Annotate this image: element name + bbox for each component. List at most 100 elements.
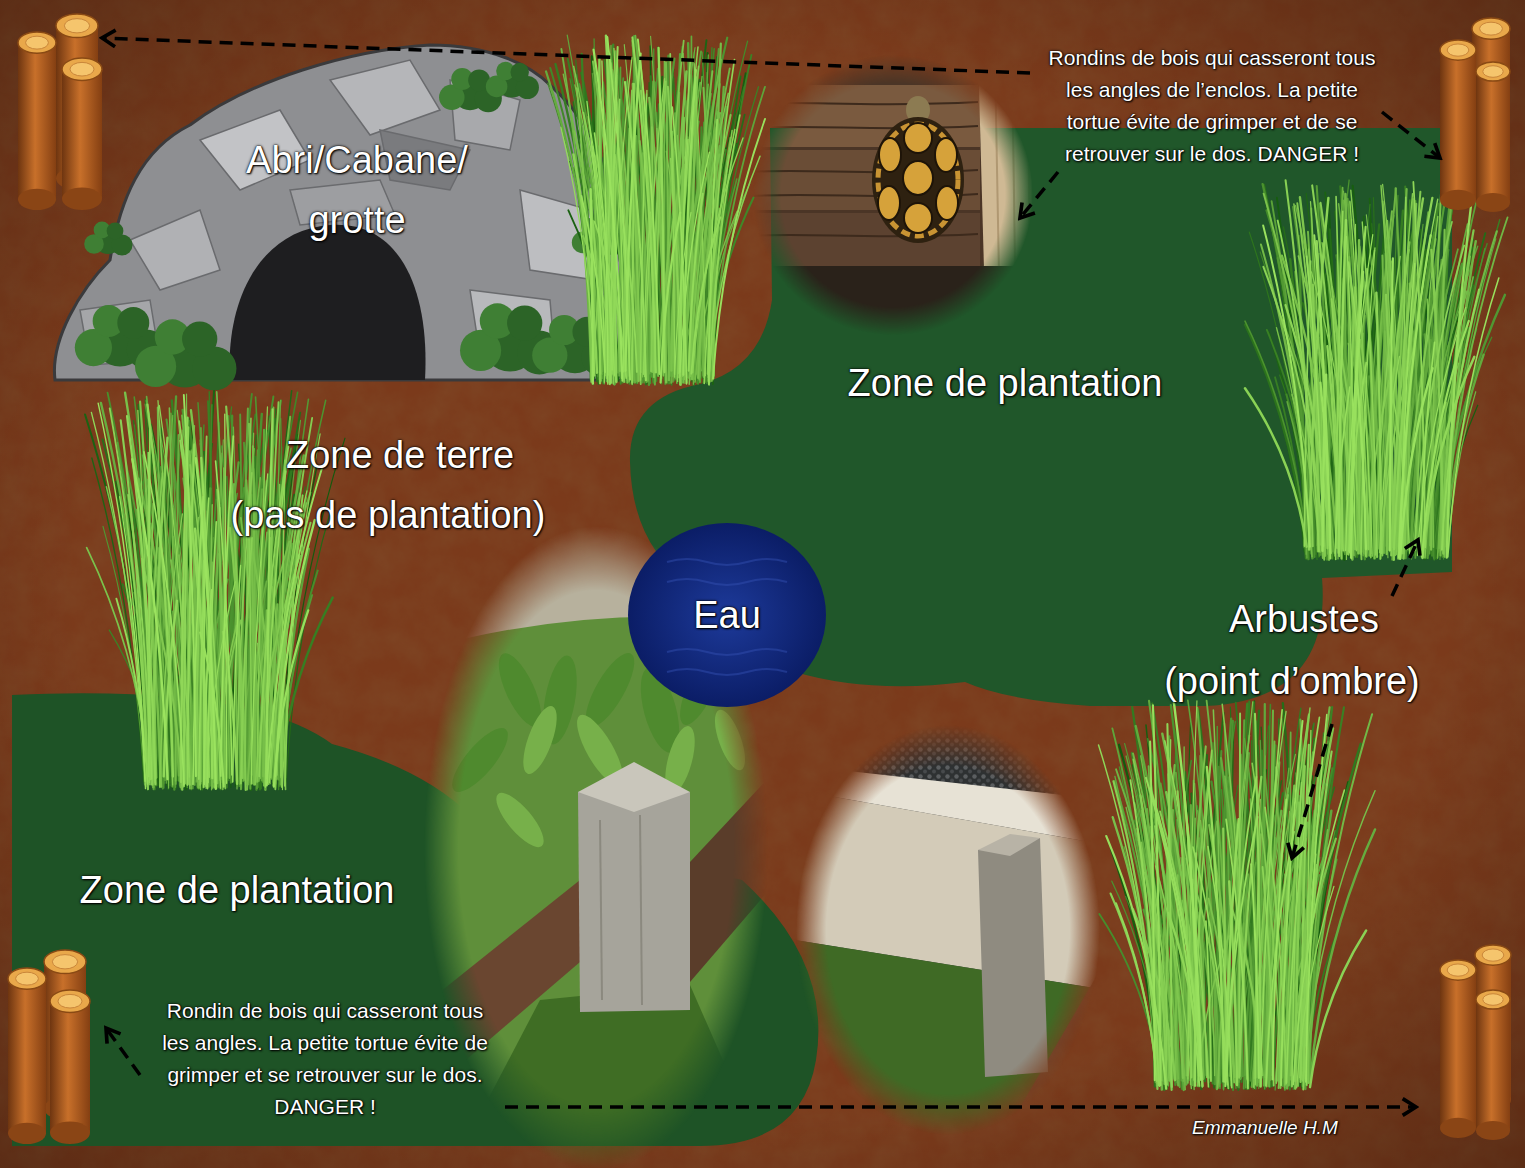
grass-blade bbox=[1209, 899, 1235, 1083]
grass-blade bbox=[1302, 831, 1335, 1081]
grass-blade bbox=[1199, 728, 1229, 1089]
grass-blade bbox=[703, 57, 717, 378]
grass-blade bbox=[632, 41, 648, 381]
grass-blade bbox=[681, 118, 684, 385]
log-bottom bbox=[1475, 1090, 1511, 1110]
grass-blade bbox=[1111, 850, 1159, 1082]
grass-blade bbox=[1184, 882, 1190, 1077]
grass-blade bbox=[706, 53, 709, 381]
log-ring bbox=[70, 62, 94, 76]
grass-blade bbox=[703, 244, 713, 385]
grass-blade bbox=[636, 68, 642, 382]
bush-leaf bbox=[596, 219, 614, 237]
grass-blade bbox=[1300, 720, 1309, 1076]
grass-blade bbox=[692, 71, 713, 379]
grass-blade bbox=[1247, 781, 1282, 1077]
grass-blade bbox=[1149, 701, 1179, 1080]
grass-blade bbox=[1140, 823, 1155, 1087]
grass-blade bbox=[1251, 923, 1253, 1089]
grass-blade bbox=[1265, 705, 1271, 1085]
grass-blade bbox=[1223, 829, 1226, 1082]
grass-blade bbox=[1266, 832, 1294, 1086]
grass-blade bbox=[1222, 704, 1247, 1079]
grass-blade bbox=[634, 94, 646, 382]
grass-blade bbox=[1143, 758, 1156, 1075]
zone-label: Abri/Cabane/ grotte bbox=[227, 130, 487, 250]
grass-blade bbox=[658, 48, 667, 375]
grass-blade bbox=[687, 179, 693, 382]
grass-blade bbox=[1269, 727, 1302, 1088]
grass-blade bbox=[1271, 788, 1289, 1079]
grass-blade bbox=[1149, 766, 1158, 1078]
grass-blade bbox=[713, 87, 723, 378]
grass-blade bbox=[1213, 743, 1224, 1083]
area-label: Arbustes (point d’ombre) bbox=[1159, 588, 1425, 712]
grass-blade bbox=[1106, 836, 1166, 1089]
log-body bbox=[1472, 29, 1510, 180]
grass-blade bbox=[1197, 708, 1217, 1089]
grass-blade bbox=[1142, 811, 1162, 1089]
grass-blade bbox=[630, 66, 639, 381]
grass-blade bbox=[1183, 747, 1185, 1081]
grass-blade bbox=[661, 213, 681, 383]
log-ring bbox=[1480, 22, 1503, 35]
grass-blade bbox=[1283, 703, 1302, 1087]
grass-blade bbox=[1303, 770, 1319, 1080]
grass-blade bbox=[712, 130, 732, 381]
grass-blade bbox=[1263, 867, 1274, 1086]
grass-blade bbox=[1300, 762, 1302, 1085]
grass-blade bbox=[1193, 907, 1222, 1083]
grass-blade bbox=[673, 54, 680, 373]
grass-blade bbox=[683, 94, 711, 377]
grass-blade bbox=[1310, 931, 1366, 1088]
grass-blade bbox=[1263, 831, 1295, 1077]
grass-blade bbox=[1252, 847, 1300, 1087]
grass-blade bbox=[1204, 785, 1236, 1088]
author-credit: Emmanuelle H.M bbox=[1192, 1116, 1412, 1140]
grass-blade bbox=[1266, 762, 1279, 1085]
grass-blade bbox=[1247, 781, 1273, 1085]
grass-blade bbox=[655, 155, 661, 385]
grass-blade bbox=[1300, 854, 1316, 1077]
grass-blade bbox=[1231, 904, 1263, 1075]
grass-blade bbox=[1161, 916, 1195, 1085]
grass-blade bbox=[682, 155, 697, 370]
grass-blade bbox=[666, 151, 687, 383]
log-ring bbox=[1482, 949, 1504, 961]
grass-blade bbox=[646, 211, 650, 383]
grass-blade bbox=[675, 113, 681, 373]
grass-blade bbox=[1249, 842, 1266, 1080]
grass-blade bbox=[1221, 758, 1247, 1080]
grass-blade bbox=[680, 152, 709, 372]
grass-blade bbox=[1310, 733, 1324, 1087]
grass-blade bbox=[674, 152, 676, 379]
bush bbox=[135, 319, 236, 390]
grass-blade bbox=[664, 92, 680, 385]
grass-blade bbox=[1185, 772, 1205, 1081]
grass-blade bbox=[1280, 723, 1314, 1081]
grass-blade bbox=[664, 47, 683, 371]
grass-blade bbox=[629, 143, 640, 384]
grass-blade bbox=[1292, 741, 1328, 1079]
grass-blade bbox=[650, 69, 673, 382]
grass-blade bbox=[679, 118, 682, 372]
grass-blade bbox=[1176, 843, 1187, 1083]
grass-blade bbox=[1301, 744, 1360, 1079]
grass-blade bbox=[1298, 707, 1330, 1086]
grass-blade bbox=[703, 195, 716, 383]
water-ripple bbox=[667, 669, 787, 675]
grass-blade bbox=[1112, 881, 1166, 1080]
grass-blade bbox=[663, 145, 679, 373]
grass-blade bbox=[651, 76, 655, 381]
grass-blade bbox=[666, 48, 695, 383]
log-body bbox=[1475, 955, 1511, 1100]
grass-blade bbox=[1177, 820, 1184, 1087]
grass-blade bbox=[689, 60, 721, 378]
grass-blade bbox=[1279, 943, 1308, 1089]
grass-blade bbox=[651, 122, 653, 374]
grass-blade bbox=[1225, 776, 1248, 1083]
grass-blade bbox=[1099, 914, 1159, 1076]
grass-blade bbox=[693, 136, 696, 382]
grass-blade bbox=[1146, 778, 1199, 1086]
